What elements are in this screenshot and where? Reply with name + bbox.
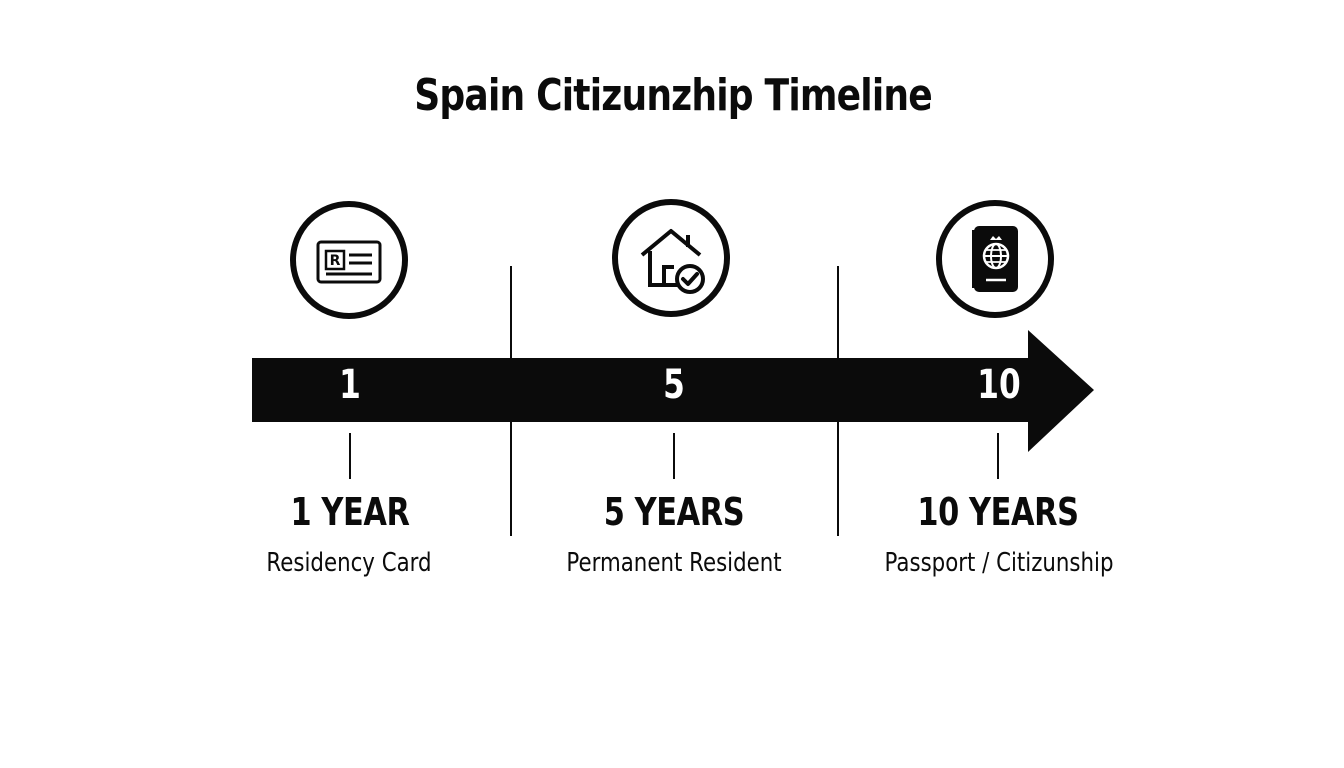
svg-text:R: R [330,253,341,269]
milestone-heading-1: 1 YEAR [290,490,410,534]
divider-1 [510,266,512,536]
divider-2 [837,266,839,536]
milestone-icon-circle-3 [936,200,1054,318]
milestone-heading-2: 5 YEARS [603,490,745,534]
house-check-icon [640,229,705,294]
page-title: Spain Citizunzhip Timeline [414,70,932,121]
tick-5 [673,433,675,479]
passport-icon [972,226,1018,292]
milestone-heading-3: 10 YEARS [917,490,1079,534]
axis-label-1: 1 [339,362,361,408]
milestone-label-2: Permanent Resident [566,548,782,578]
milestone-label-1: Residency Card [266,548,432,578]
milestone-icon-circle-2 [612,199,730,317]
milestone-label-3: Passport / Citizunship [884,548,1114,578]
tick-10 [997,433,999,479]
axis-label-10: 10 [977,362,1021,408]
tick-1 [349,433,351,479]
axis-label-5: 5 [663,362,685,408]
milestone-icon-circle-1: R [290,201,408,319]
residency-card-icon: R [316,240,382,284]
